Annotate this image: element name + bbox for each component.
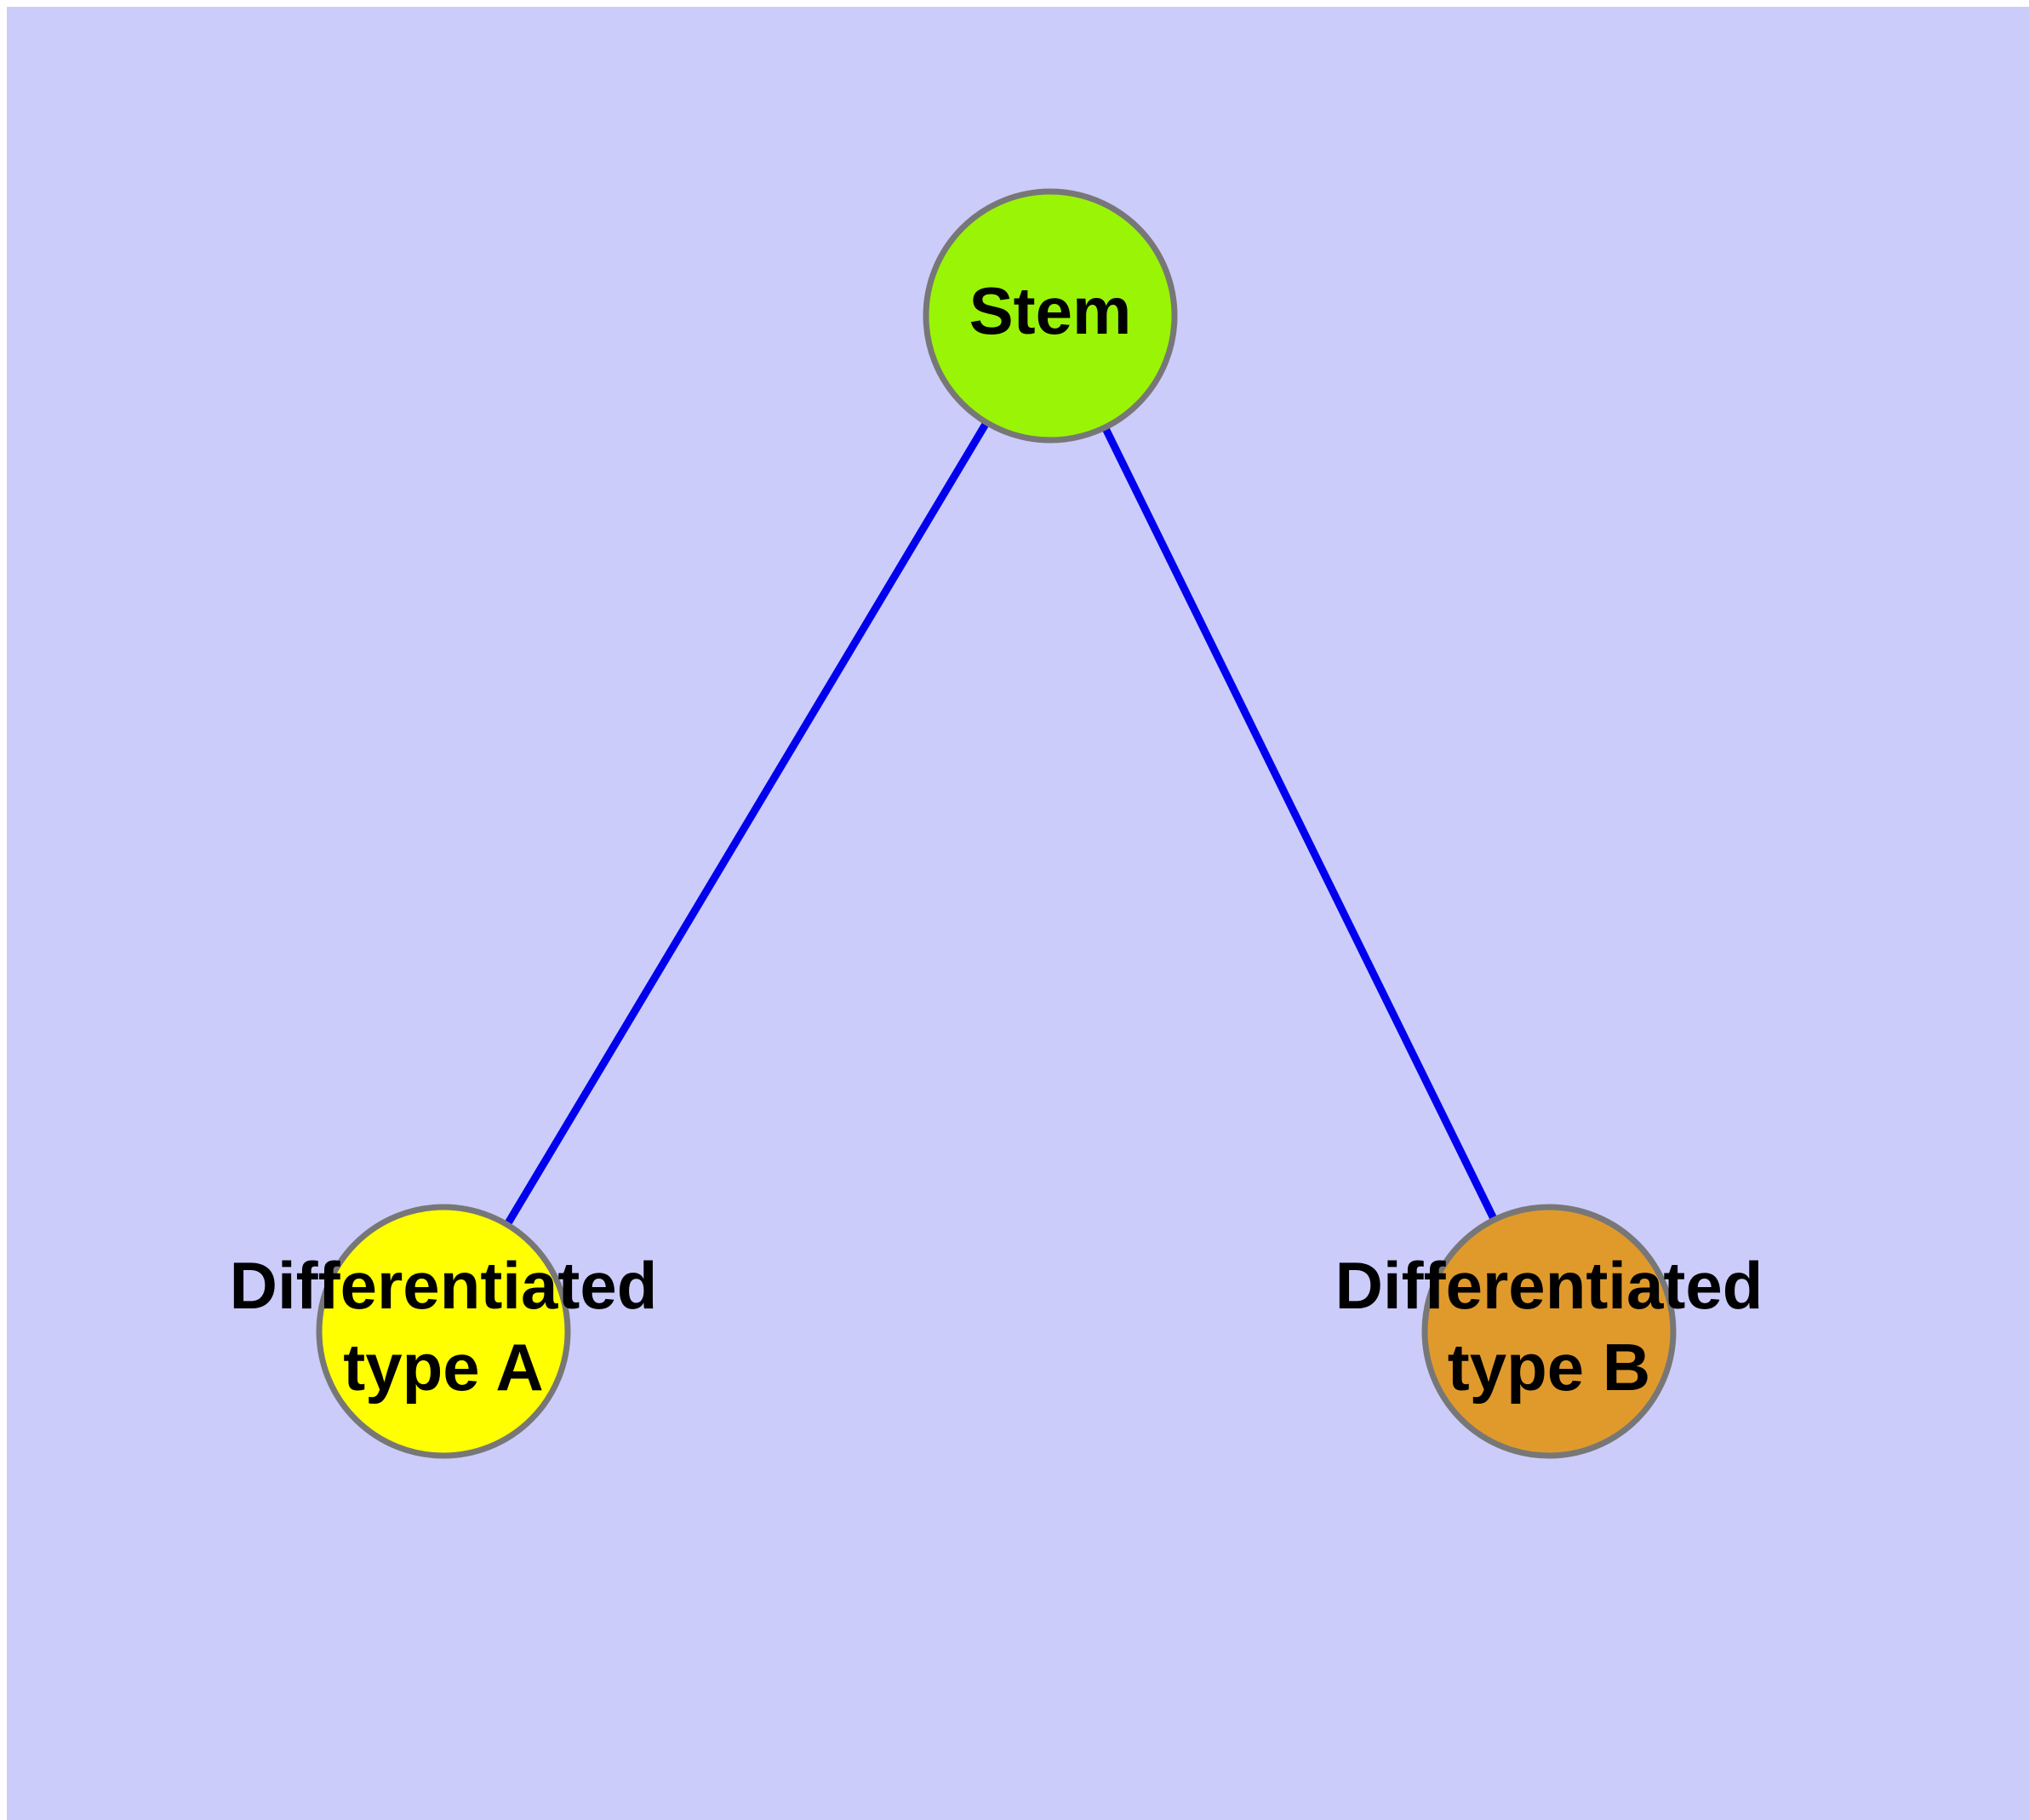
node-label-line: Differentiated <box>1335 1248 1763 1323</box>
node-label-stem: Stem <box>969 273 1132 348</box>
node-label-line: Stem <box>969 273 1132 348</box>
node-label-line: Differentiated <box>230 1248 658 1323</box>
graph-edge <box>1046 314 1553 1333</box>
node-label-line: type B <box>1448 1330 1650 1405</box>
graph-edge <box>440 313 1054 1334</box>
edges-group <box>440 313 1553 1334</box>
node-label-line: type A <box>343 1330 544 1405</box>
graph-node-stem[interactable]: Stem <box>923 188 1178 444</box>
node-circle-stem[interactable] <box>923 188 1178 444</box>
node-circle-diff_a[interactable] <box>316 1204 571 1459</box>
node-circle-diff_b[interactable] <box>1421 1204 1677 1459</box>
